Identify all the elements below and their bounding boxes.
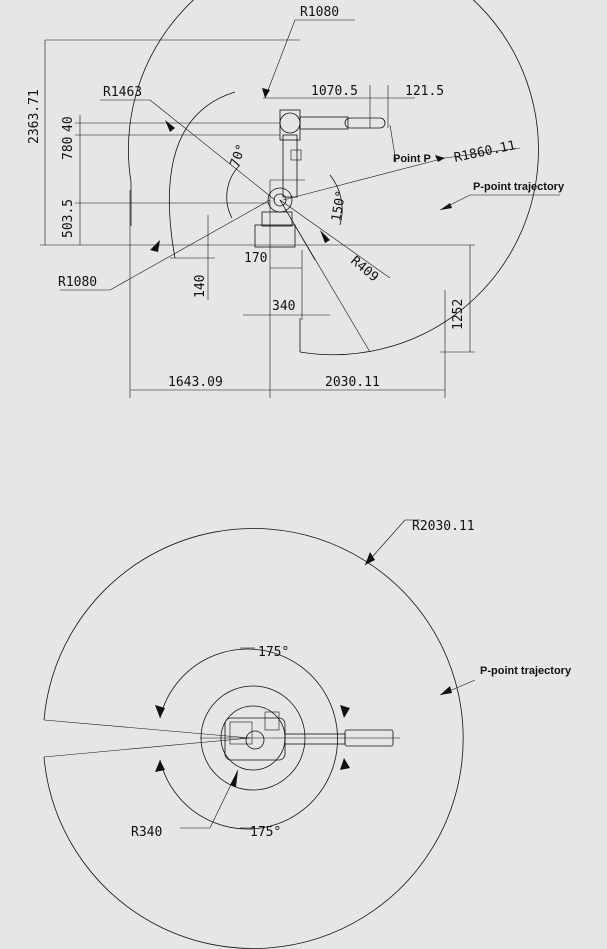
workspace-outer-arc — [128, 0, 539, 356]
dim-r1080-top: R1080 — [300, 5, 339, 20]
top-view: R2030.11 175° 175° R340 P-point trajecto… — [43, 519, 572, 949]
angle-175-bottom: 175° — [250, 825, 281, 840]
p-trajectory-label-side: P-point trajectory — [473, 181, 565, 193]
inner-arc-left — [226, 164, 241, 219]
dim-503: 503.5 — [61, 199, 76, 238]
angle-150: 150° — [329, 189, 349, 222]
arc-175 — [159, 648, 338, 830]
side-view: R1080 R1463 1070.5 121.5 R1860.11 Point … — [27, 0, 565, 398]
angle-70: 70° — [228, 142, 250, 169]
point-p-label: Point P — [393, 153, 431, 165]
dim-340: 340 — [272, 299, 295, 314]
dim-r1860: R1860.11 — [453, 138, 517, 166]
robot-side-figure — [254, 109, 386, 248]
outer-circle-r2030 — [43, 528, 464, 949]
inner-arc-r409 — [329, 174, 343, 226]
robot-top-figure — [200, 711, 400, 761]
dim-r1080-bottom: R1080 — [58, 275, 97, 290]
dim-r340: R340 — [131, 825, 162, 840]
dim-170: 170 — [244, 251, 267, 266]
dim-r1463: R1463 — [103, 85, 142, 100]
p-trajectory-label-top: P-point trajectory — [480, 665, 572, 677]
dim-r2030: R2030.11 — [412, 519, 475, 534]
dim-1070: 1070.5 — [311, 84, 358, 99]
dim-780: 780 — [61, 137, 76, 160]
inner-arc-r1463 — [169, 91, 236, 259]
dim-40: 40 — [61, 116, 76, 132]
leader-r1080-top — [264, 19, 296, 99]
dim-140: 140 — [193, 275, 208, 298]
angle-175-top: 175° — [258, 645, 289, 660]
dim-121: 121.5 — [405, 84, 444, 99]
dim-1252: 1252 — [451, 299, 466, 330]
dim-r409: R409 — [347, 254, 381, 286]
dim-1643: 1643.09 — [168, 375, 223, 390]
dim-2030-side: 2030.11 — [325, 375, 380, 390]
dim-2363: 2363.71 — [27, 89, 42, 144]
